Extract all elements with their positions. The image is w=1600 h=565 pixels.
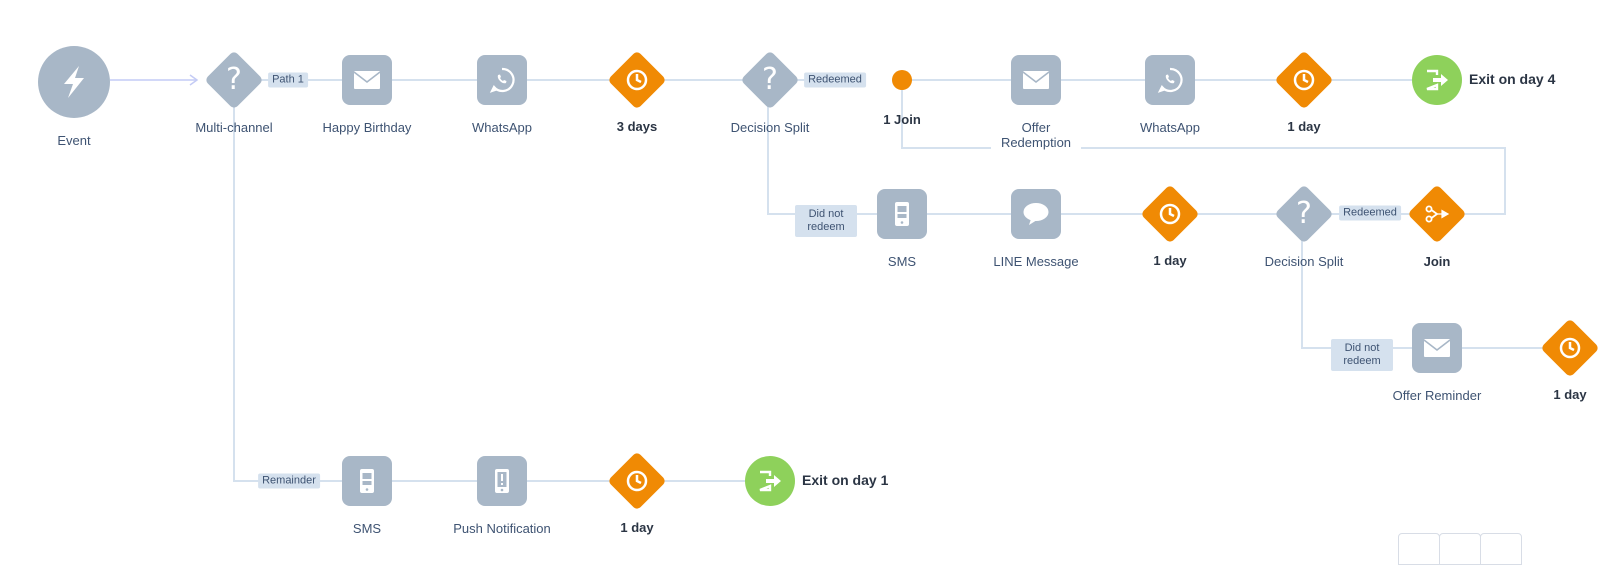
activity-shape[interactable] (1011, 189, 1061, 239)
node-label: Decision Split (1264, 254, 1344, 269)
activity-shape[interactable] (477, 55, 527, 105)
exit-icon (759, 470, 781, 492)
node-label: 1 day (1153, 253, 1187, 268)
zoom-reset-button[interactable] (1439, 533, 1481, 565)
activity-shape[interactable] (1412, 323, 1462, 373)
envelope-icon (353, 71, 381, 89)
node-label: WhatsApp (472, 120, 532, 135)
node-label: Exit on day 1 (802, 472, 889, 488)
exit-shape[interactable] (745, 456, 795, 506)
activity-shape[interactable] (877, 189, 927, 239)
clock-icon (626, 470, 648, 492)
event-shape[interactable] (38, 46, 110, 118)
wait-shape[interactable] (1274, 50, 1334, 110)
node-label: Happy Birthday (322, 120, 412, 135)
join-icon (1425, 205, 1449, 223)
tag-did-not-redeem[interactable]: Did not redeem (1331, 339, 1393, 371)
activity-shape[interactable] (342, 456, 392, 506)
question-mark-icon: ? (226, 62, 242, 97)
lightning-bolt-icon (64, 66, 84, 98)
node-label: LINE Message (993, 254, 1079, 269)
node-label: Offer Redemption (991, 120, 1081, 150)
node-label: SMS (887, 254, 917, 269)
activity-shape[interactable] (1145, 55, 1195, 105)
join-shape[interactable] (1407, 184, 1467, 244)
node-label: Decision Split (730, 120, 810, 135)
mobile-icon (360, 469, 374, 493)
node-label: 1 Join (883, 112, 921, 127)
node-label: Multi-channel (195, 120, 273, 135)
connector-join2-loop (901, 90, 1506, 215)
tag-remainder[interactable]: Remainder (258, 473, 320, 489)
tag-did-not-redeem[interactable]: Did not redeem (795, 205, 857, 237)
clock-icon (1559, 337, 1581, 359)
arrowhead (189, 74, 199, 86)
node-label: 3 days (616, 119, 658, 134)
tag-redeemed[interactable]: Redeemed (804, 72, 866, 88)
whatsapp-icon (489, 67, 515, 93)
zoom-controls (1398, 533, 1522, 565)
node-label: Event (57, 133, 91, 148)
question-mark-icon: ? (1296, 196, 1312, 231)
connector-multichannel-down (233, 104, 770, 482)
clock-icon (1159, 203, 1181, 225)
node-label: Push Notification (453, 521, 551, 536)
mobile-alert-icon (495, 469, 509, 493)
node-label: Exit on day 4 (1469, 71, 1556, 87)
zoom-out-button[interactable] (1398, 533, 1440, 565)
envelope-icon (1022, 71, 1050, 89)
exit-icon (1426, 69, 1448, 91)
whatsapp-icon (1157, 67, 1183, 93)
join-dot[interactable] (892, 70, 912, 90)
node-label: 1 day (620, 520, 654, 535)
activity-shape[interactable] (342, 55, 392, 105)
zoom-in-button[interactable] (1480, 533, 1522, 565)
node-label: Offer Reminder (1392, 388, 1482, 403)
tag-redeemed[interactable]: Redeemed (1339, 205, 1401, 221)
wait-shape[interactable] (1540, 318, 1600, 378)
wait-shape[interactable] (607, 50, 667, 110)
wait-shape[interactable] (607, 451, 667, 511)
envelope-icon (1423, 339, 1451, 357)
exit-shape[interactable] (1412, 55, 1462, 105)
wait-shape[interactable] (1140, 184, 1200, 244)
question-mark-icon: ? (762, 62, 778, 97)
node-label: WhatsApp (1140, 120, 1200, 135)
chat-bubble-icon (1023, 203, 1049, 225)
clock-icon (626, 69, 648, 91)
clock-icon (1293, 69, 1315, 91)
mobile-icon (895, 202, 909, 226)
journey-canvas: Path 1 Redeemed Did not redeem Redeemed … (38, 46, 1600, 565)
node-label: 1 day (1553, 387, 1587, 402)
node-label: 1 day (1287, 119, 1321, 134)
node-label: Join (1423, 254, 1451, 269)
activity-shape[interactable] (477, 456, 527, 506)
activity-shape[interactable] (1011, 55, 1061, 105)
node-label: SMS (352, 521, 382, 536)
tag-path-1[interactable]: Path 1 (268, 72, 308, 88)
